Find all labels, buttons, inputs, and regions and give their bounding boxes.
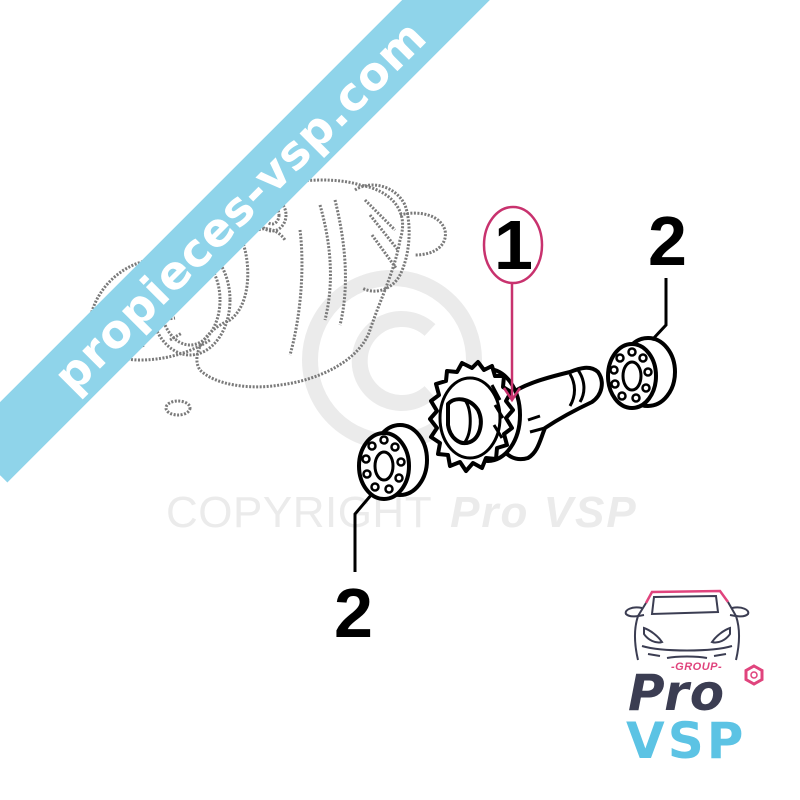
callout-number-2-top: 2 bbox=[648, 202, 687, 280]
logo-tagline: -GROUP- bbox=[671, 661, 723, 673]
logo-word-vsp: VSP bbox=[626, 712, 747, 770]
car-outline-icon bbox=[624, 589, 750, 661]
callout-number-2-bottom: 2 bbox=[334, 574, 373, 652]
copyright-brand: Pro VSP bbox=[450, 488, 638, 537]
provsp-logo: -GROUP- Pro VSP bbox=[612, 588, 782, 773]
callout-number-1: 1 bbox=[494, 206, 533, 284]
logo-word-pro: Pro bbox=[628, 664, 726, 722]
balance-shaft-gear bbox=[428, 360, 604, 473]
bearing-left bbox=[357, 423, 429, 501]
leader-line-left bbox=[353, 493, 374, 572]
bearing-right bbox=[606, 336, 677, 410]
callout-1-arrow-head-icon bbox=[502, 387, 522, 403]
leader-line-right bbox=[650, 278, 668, 342]
hex-nut-icon bbox=[744, 664, 764, 686]
